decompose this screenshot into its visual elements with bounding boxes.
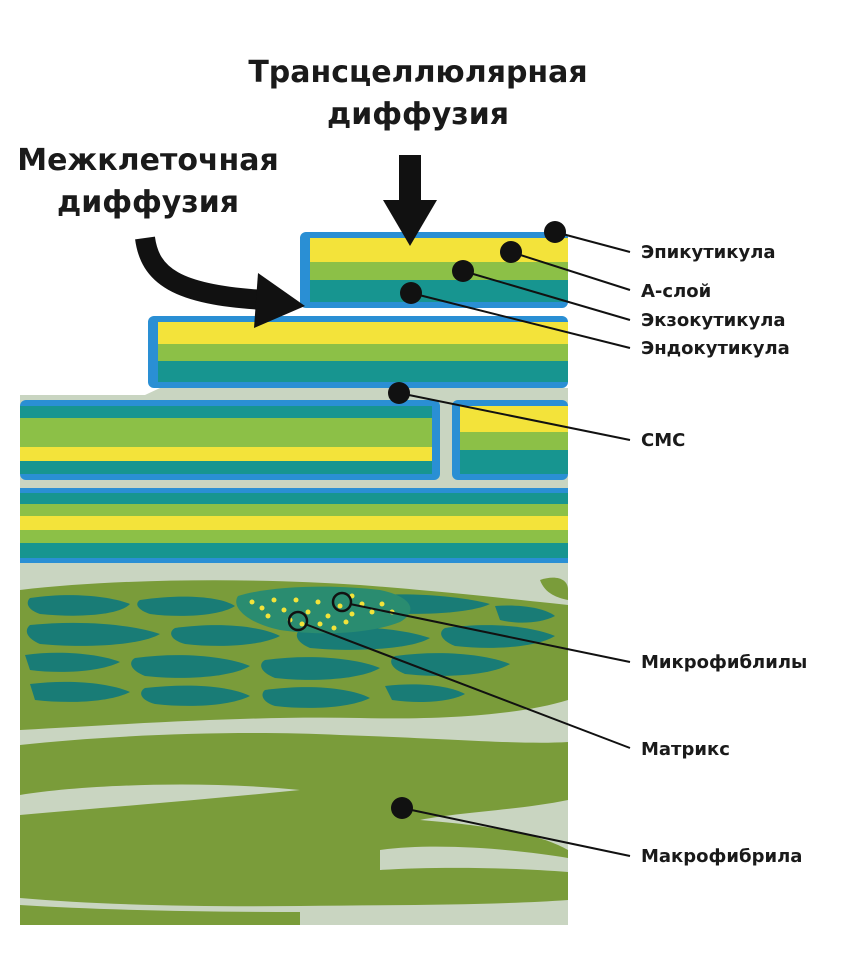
label-a-layer: А-слой: [641, 281, 711, 302]
intercellular-heading-line2: диффузия: [57, 185, 239, 220]
cuticle-cell: [148, 316, 568, 388]
cuticle-cell: [452, 400, 568, 480]
cuticle-cell: [20, 400, 440, 480]
cortex-gap: [20, 784, 300, 815]
transcellular-arrow: [383, 155, 437, 246]
transcellular-heading-line2: диффузия: [327, 97, 509, 132]
cmc-strip: [145, 388, 568, 395]
label-matrix: Матрикс: [641, 739, 730, 760]
labels: Эпикутикула А-слой Экзокутикула Эндокути…: [641, 242, 807, 867]
cuticle: [20, 232, 568, 565]
label-cmc: СМС: [641, 430, 685, 451]
microfibril-cells: [25, 594, 555, 708]
matrix-marker: [287, 610, 309, 632]
microfibril-marker: [331, 591, 353, 613]
callout-lines: [304, 231, 631, 857]
endocuticle-marker: [400, 282, 422, 304]
label-epicuticle: Эпикутикула: [641, 242, 776, 263]
cortex: [20, 565, 568, 925]
label-microfibrils: Микрофиблилы: [641, 652, 807, 673]
label-macrofibril: Макрофибрила: [641, 846, 802, 867]
intercellular-arrow: [135, 236, 305, 328]
a-layer-marker: [500, 241, 522, 263]
macrofibril-marker: [391, 797, 413, 819]
microfibril-region: [236, 586, 411, 634]
label-endocuticle: Эндокутикула: [641, 338, 790, 359]
intercellular-heading: Межклеточная диффузия: [17, 143, 279, 220]
macrofibril-edge: [540, 577, 568, 600]
microfibril-dots: [249, 593, 395, 631]
cmc-marker: [388, 382, 410, 404]
intercellular-heading-line1: Межклеточная: [17, 143, 279, 178]
epicuticle-marker: [544, 221, 566, 243]
cortex-gap: [380, 846, 568, 872]
cuticle-cell: [20, 488, 568, 563]
callout-dots: [388, 221, 566, 819]
exocuticle-marker: [452, 260, 474, 282]
transcellular-heading: Трансцеллюлярная диффузия: [248, 55, 587, 132]
transcellular-heading-line1: Трансцеллюлярная: [248, 55, 587, 90]
cuticle-cell-top: [300, 232, 568, 308]
macrofibril-edge: [20, 905, 300, 925]
label-exocuticle: Экзокутикула: [641, 310, 786, 331]
